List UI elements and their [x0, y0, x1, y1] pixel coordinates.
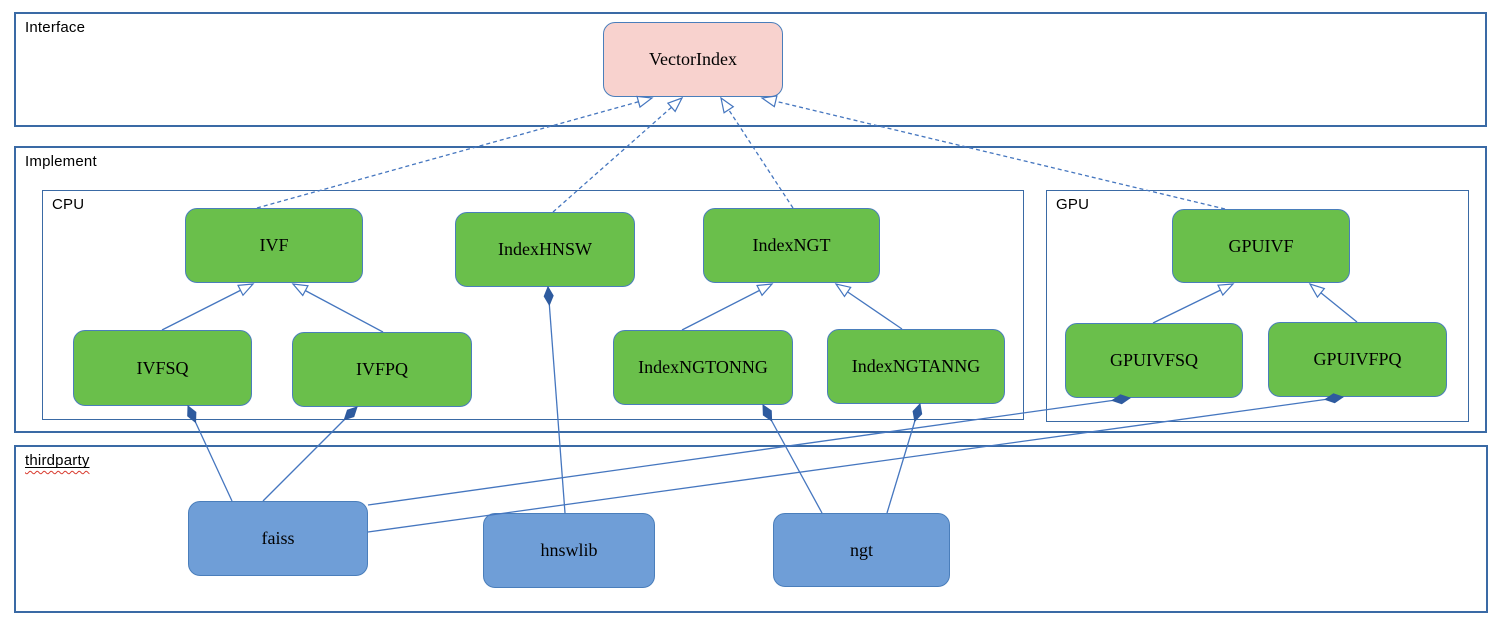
node-gpuivfsq[interactable]: GPUIVFSQ	[1065, 323, 1243, 398]
interface-section-label: Interface	[25, 19, 86, 36]
node-gpuivfpq[interactable]: GPUIVFPQ	[1268, 322, 1447, 397]
node-ivf[interactable]: IVF	[185, 208, 363, 283]
node-indexngt[interactable]: IndexNGT	[703, 208, 880, 283]
node-indexngtonng-label: IndexNGTONNG	[638, 357, 768, 377]
node-faiss-label: faiss	[261, 528, 295, 548]
node-ivfpq[interactable]: IVFPQ	[292, 332, 472, 407]
node-vectorindex[interactable]: VectorIndex	[603, 22, 783, 97]
node-ivfpq-label: IVFPQ	[355, 359, 408, 379]
node-ngt[interactable]: ngt	[773, 513, 950, 587]
thirdparty-section-label-text: thirdparty	[25, 452, 90, 469]
thirdparty-section-label: thirdparty	[25, 452, 90, 469]
node-indexhnsw[interactable]: IndexHNSW	[455, 212, 635, 287]
node-indexngtonng[interactable]: IndexNGTONNG	[613, 330, 793, 405]
node-faiss[interactable]: faiss	[188, 501, 368, 576]
node-gpuivfpq-label: GPUIVFPQ	[1313, 349, 1402, 369]
node-ngt-label: ngt	[849, 539, 873, 560]
node-vectorindex-label: VectorIndex	[649, 49, 737, 69]
node-ivfsq[interactable]: IVFSQ	[73, 330, 252, 406]
node-hnswlib[interactable]: hnswlib	[483, 513, 655, 588]
node-indexngt-label: IndexNGT	[752, 235, 831, 255]
node-indexngtanng-label: IndexNGTANNG	[851, 356, 981, 376]
node-ivfsq-label: IVFSQ	[136, 357, 189, 378]
implement-section-label: Implement	[25, 153, 97, 170]
node-gpuivfsq-label: GPUIVFSQ	[1109, 350, 1199, 370]
node-indexhnsw-label: IndexHNSW	[498, 239, 592, 259]
node-hnswlib-label: hnswlib	[540, 540, 598, 560]
node-gpuivf[interactable]: GPUIVF	[1172, 209, 1350, 283]
node-ivf-label: IVF	[259, 235, 289, 255]
node-indexngtanng[interactable]: IndexNGTANNG	[827, 329, 1005, 404]
node-gpuivf-label: GPUIVF	[1228, 235, 1294, 256]
cpu-section-label: CPU	[52, 196, 85, 213]
gpu-section-label: GPU	[1056, 196, 1090, 213]
